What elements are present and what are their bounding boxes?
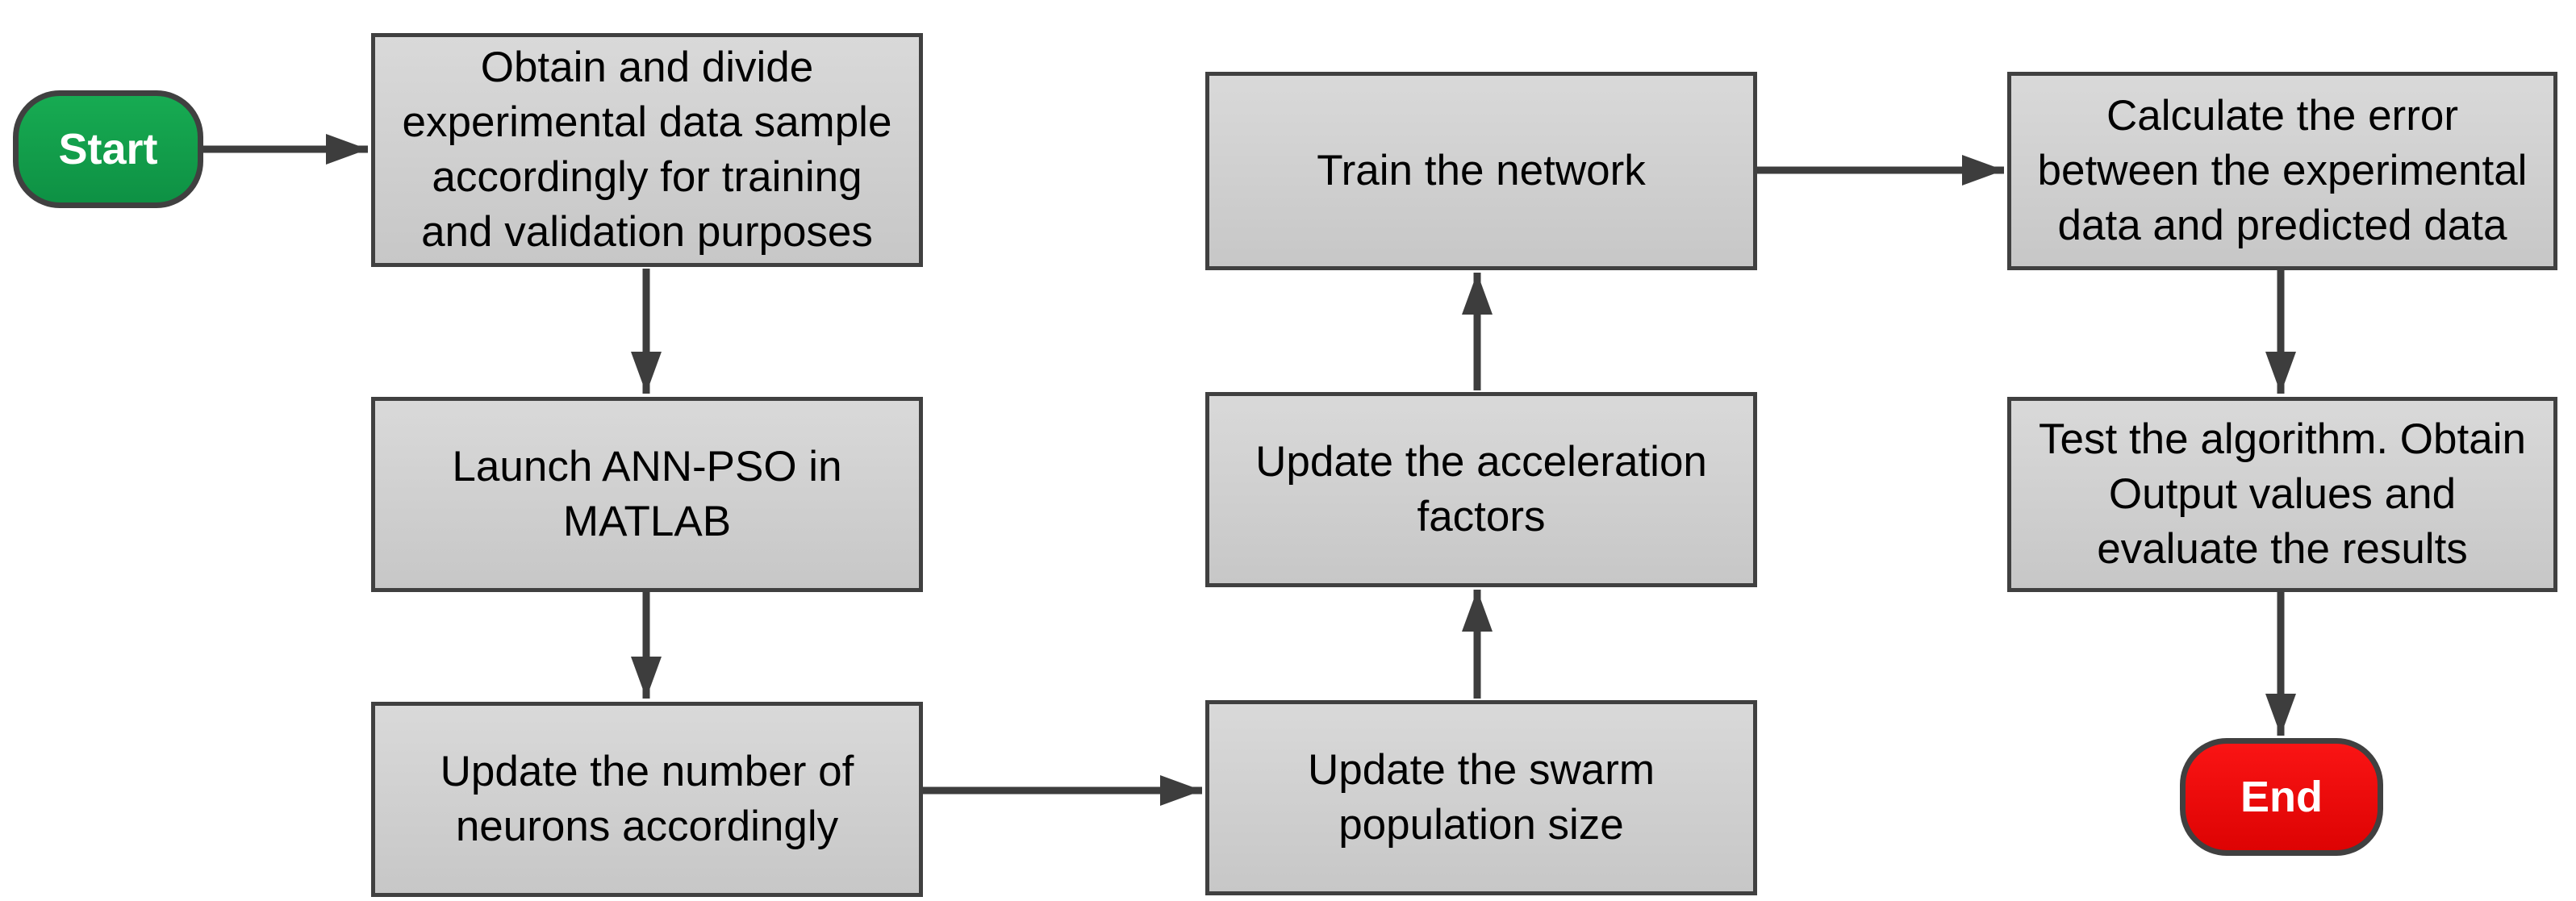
node-update-swarm-label: Update the swarm population size: [1307, 746, 1655, 849]
node-train-network: Train the network: [1205, 72, 1757, 270]
node-calculate-error-label: Calculate the error between the experime…: [2037, 92, 2528, 249]
node-end-label: End: [2240, 773, 2323, 821]
node-launch-matlab: Launch ANN-PSO in MATLAB: [371, 397, 923, 592]
node-train-network-label: Train the network: [1317, 147, 1646, 195]
node-update-neurons: Update the number of neurons accordingly: [371, 702, 923, 897]
node-launch-matlab-label: Launch ANN-PSO in MATLAB: [452, 443, 842, 545]
node-start-label: Start: [58, 125, 158, 173]
node-end: End: [2180, 738, 2383, 856]
node-obtain-data-label: Obtain and divide experimental data samp…: [402, 44, 892, 256]
node-test-algorithm-label: Test the algorithm. Obtain Output values…: [2039, 415, 2526, 573]
node-obtain-data: Obtain and divide experimental data samp…: [371, 33, 923, 267]
node-update-neurons-label: Update the number of neurons accordingly: [440, 748, 854, 850]
node-test-algorithm: Test the algorithm. Obtain Output values…: [2007, 397, 2557, 592]
node-update-acceleration-label: Update the acceleration factors: [1255, 438, 1707, 540]
node-calculate-error: Calculate the error between the experime…: [2007, 72, 2557, 270]
node-update-acceleration: Update the acceleration factors: [1205, 392, 1757, 587]
node-start: Start: [13, 90, 203, 208]
node-update-swarm: Update the swarm population size: [1205, 700, 1757, 895]
